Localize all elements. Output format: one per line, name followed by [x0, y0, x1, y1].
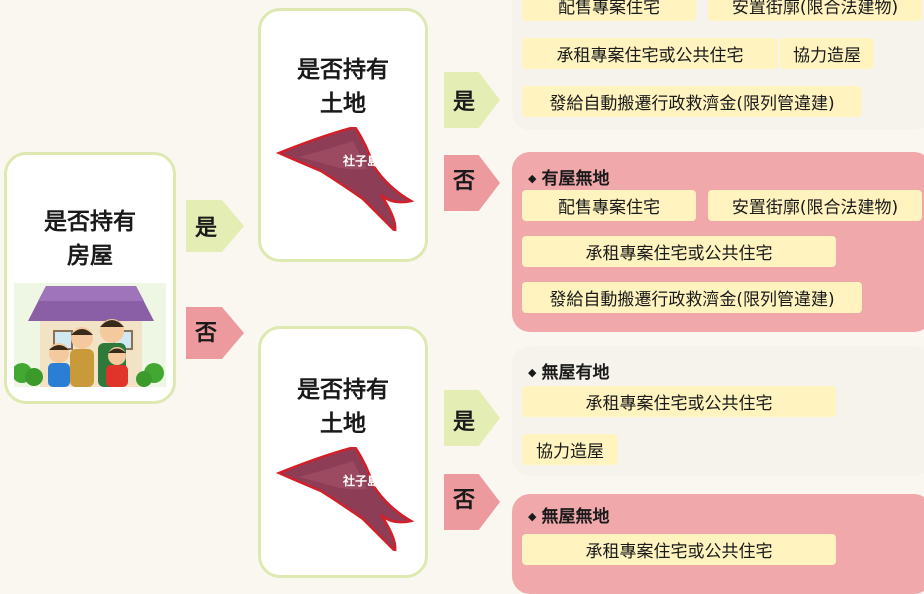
outcome-panel-no-house-no-land: ◆無屋無地 承租專案住宅或公共住宅 — [512, 494, 924, 594]
option-pill: 配售專案住宅 — [522, 0, 696, 21]
map-label-bottom: 社子島 — [342, 473, 379, 488]
house-yes-label: 是 — [195, 216, 218, 241]
shezi-island-map: 社子島 — [275, 127, 415, 231]
land-top-yes-arrow: 是 — [444, 72, 500, 128]
bullet-icon: ◆ — [528, 172, 537, 185]
house-no-arrow: 否 — [186, 307, 244, 359]
panel-title-no-house-no-land: ◆無屋無地 — [528, 507, 610, 527]
land-top-yes-label: 是 — [453, 90, 476, 115]
option-pill: 發給自動搬遷行政救濟金(限列管違建) — [522, 282, 862, 313]
land-bottom-yes-label: 是 — [453, 410, 476, 435]
land-question-bottom-line1: 是否持有 — [297, 377, 389, 403]
option-pill: 安置街廓(限合法建物) — [708, 190, 922, 221]
house-question-line1: 是否持有 — [44, 209, 136, 235]
land-bottom-yes-arrow: 是 — [444, 390, 500, 446]
land-question-top-card: 是否持有 土地 社子島 — [258, 8, 428, 262]
house-question-card: 是否持有 房屋 — [4, 152, 176, 404]
house-question-line2: 房屋 — [67, 243, 113, 269]
outcome-panel-no-house-has-land: ◆無屋有地 承租專案住宅或公共住宅 協力造屋 — [512, 346, 924, 476]
shezi-island-map: 社子島 — [275, 447, 415, 551]
land-top-no-label: 否 — [453, 169, 476, 194]
panel-title-has-house-no-land: ◆有屋無地 — [528, 169, 610, 189]
land-question-top-line2: 土地 — [320, 91, 366, 117]
option-pill: 協力造屋 — [522, 434, 618, 465]
land-question-bottom-line2: 土地 — [320, 411, 366, 437]
option-pill: 安置街廓(限合法建物) — [708, 0, 922, 21]
option-pill: 承租專案住宅或公共住宅 — [522, 534, 836, 565]
option-pill: 承租專案住宅或公共住宅 — [522, 236, 836, 267]
outcome-panel-has-house-no-land: ◆有屋無地 配售專案住宅 安置街廓(限合法建物) 承租專案住宅或公共住宅 發給自… — [512, 152, 924, 332]
house-family-illustration — [14, 283, 166, 387]
house-yes-arrow: 是 — [186, 200, 244, 252]
option-pill: 承租專案住宅或公共住宅 — [522, 386, 836, 417]
outcome-panel-has-house-has-land: 配售專案住宅 安置街廓(限合法建物) 承租專案住宅或公共住宅 協力造屋 發給自動… — [512, 0, 924, 130]
option-pill: 協力造屋 — [780, 38, 874, 69]
land-bottom-no-label: 否 — [453, 488, 476, 513]
land-question-bottom-card: 是否持有 土地 社子島 — [258, 326, 428, 578]
land-question-top-line1: 是否持有 — [297, 57, 389, 83]
option-pill: 配售專案住宅 — [522, 190, 696, 221]
option-pill: 發給自動搬遷行政救濟金(限列管違建) — [522, 86, 862, 117]
house-no-label: 否 — [195, 321, 218, 346]
land-top-no-arrow: 否 — [444, 155, 500, 211]
panel-title-no-house-has-land: ◆無屋有地 — [528, 363, 610, 383]
bullet-icon: ◆ — [528, 510, 537, 523]
bullet-icon: ◆ — [528, 366, 537, 379]
option-pill: 承租專案住宅或公共住宅 — [522, 38, 778, 69]
map-label-top: 社子島 — [342, 153, 379, 168]
land-bottom-no-arrow: 否 — [444, 474, 500, 530]
